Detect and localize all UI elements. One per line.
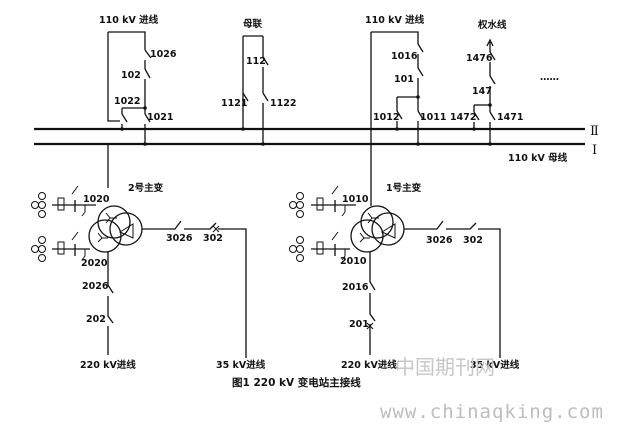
watermark-cn: 中国期刊网: [395, 355, 495, 379]
incoming-b-label: 110 kV 进线: [365, 14, 425, 26]
switch-1471: 1471: [497, 112, 523, 123]
switch-1011: 1011: [420, 112, 446, 123]
kv220-right-label: 220 kV进线: [341, 359, 397, 371]
spare-bay: [472, 38, 496, 146]
switch-102: 102: [121, 70, 141, 81]
switch-1472: 1472: [450, 112, 476, 123]
switch-2016: 2016: [342, 282, 369, 293]
bus-tie-label: 母联: [243, 18, 263, 30]
switch-302-right: 302: [463, 235, 483, 246]
more-bays-ellipsis: ……: [540, 72, 559, 83]
switch-112: 112: [246, 56, 266, 67]
switch-1020: 1020: [83, 194, 110, 205]
switch-1121: 1121: [221, 98, 247, 109]
transformer-1: [289, 144, 501, 358]
kv220-left-label: 220 kV进线: [80, 359, 136, 371]
switch-147: 147: [472, 86, 492, 97]
bus-tie-bay: [241, 35, 269, 146]
watermark-url: www.chinaqking.com: [380, 401, 604, 423]
switch-2020: 2020: [81, 258, 108, 269]
switch-201: 201: [349, 319, 369, 330]
switch-1010: 1010: [342, 194, 369, 205]
switch-302-left: 302: [203, 233, 223, 244]
switch-1476: 1476: [466, 53, 493, 64]
incoming-bay-b: [370, 31, 424, 146]
bus-name-label: 110 kV 母线: [508, 152, 568, 164]
incoming-a-label: 110 kV 进线: [99, 14, 159, 26]
switch-202: 202: [86, 314, 106, 325]
spare-line-label: 权水线: [477, 19, 507, 31]
switch-1026: 1026: [150, 49, 177, 60]
bus-II-label: Ⅱ: [590, 124, 599, 139]
transformer-2: [31, 144, 247, 358]
figure-caption: 图1 220 kV 变电站主接线: [232, 376, 361, 389]
transformer-1-label: 1号主变: [386, 182, 422, 194]
switch-1016: 1016: [391, 51, 418, 62]
switch-1022: 1022: [114, 96, 140, 107]
switch-1012: 1012: [373, 112, 399, 123]
switch-2010: 2010: [340, 256, 367, 267]
bus-I-label: Ⅰ: [592, 143, 597, 158]
switch-2026: 2026: [82, 281, 109, 292]
switch-1021: 1021: [147, 112, 173, 123]
kv35-left-label: 35 kV进线: [216, 359, 266, 371]
transformer-2-label: 2号主变: [128, 182, 164, 194]
switch-101: 101: [394, 74, 414, 85]
switch-3026-right: 3026: [426, 235, 453, 246]
kv35-right-label: 35 kV进线: [470, 359, 520, 371]
switch-3026-left: 3026: [166, 233, 193, 244]
incoming-bay-a: [107, 31, 152, 146]
switch-1122: 1122: [270, 98, 296, 109]
